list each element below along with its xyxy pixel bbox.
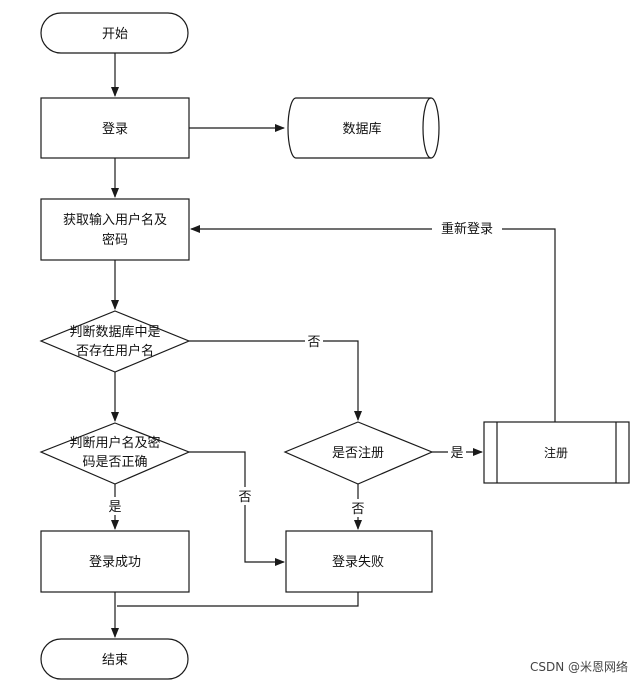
register-node <box>483 421 630 484</box>
edge-label-yes-pwd: 是 <box>108 500 121 515</box>
start-label: 开始 <box>102 27 128 42</box>
register-label: 注册 <box>544 445 568 460</box>
check-pwd-label-line1: 判断用户名及密 <box>69 435 160 451</box>
login-success-label: 登录成功 <box>89 555 141 570</box>
login-label: 登录 <box>102 122 128 137</box>
check-user-node <box>39 310 191 373</box>
edge-checkuser-no <box>189 340 362 421</box>
login-node <box>40 97 190 159</box>
watermark: CSDN @米恩网络 <box>530 659 628 674</box>
is-registered-label: 是否注册 <box>332 446 384 461</box>
edge-checkpwd-no <box>189 451 285 566</box>
edge-label-no-user: 否 <box>307 335 320 350</box>
get-input-label-line1: 获取输入用户名及 <box>63 212 167 228</box>
edge-label-no-pwd: 否 <box>238 490 251 505</box>
check-user-label-line2: 否存在用户名 <box>76 343 154 359</box>
end-label: 结束 <box>102 653 128 668</box>
end-node <box>40 638 189 680</box>
get-input-node <box>40 198 190 261</box>
edge-label-no-register: 否 <box>351 502 364 517</box>
check-pwd-label-line2: 码是否正确 <box>82 455 147 470</box>
check-pwd-node <box>39 422 191 485</box>
database-node-curve <box>422 97 432 159</box>
is-registered-node <box>283 421 434 485</box>
edge-label-yes-register: 是 <box>450 446 463 461</box>
get-input-label-line2: 密码 <box>102 232 128 248</box>
database-label: 数据库 <box>342 121 381 137</box>
edge-relogin <box>190 225 556 422</box>
start-node <box>40 12 189 54</box>
login-success-node <box>40 530 190 593</box>
check-user-label-line1: 判断数据库中是 <box>69 324 160 340</box>
login-fail-node <box>285 530 433 593</box>
edge-fail-merge <box>117 592 359 607</box>
login-fail-label: 登录失败 <box>332 555 384 570</box>
edge-label-relogin: 重新登录 <box>441 221 493 237</box>
